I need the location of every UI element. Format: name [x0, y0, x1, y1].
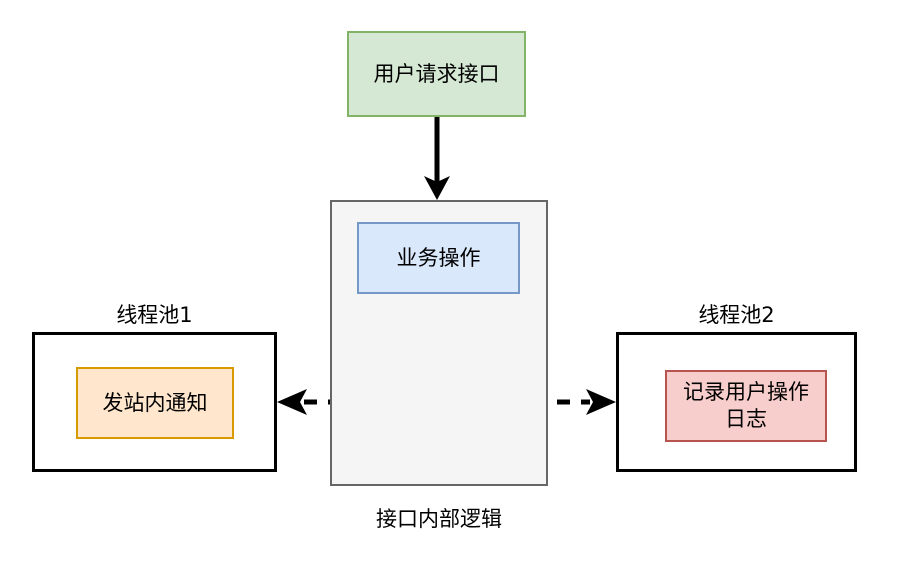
- node-user-request-interface-label: 用户请求接口: [373, 61, 500, 86]
- node-record-log-line-1: 记录用户操作: [683, 380, 809, 405]
- node-user-request-interface[interactable]: 用户请求接口: [347, 31, 526, 117]
- node-business-operation-label: 业务操作: [396, 245, 481, 270]
- label-internal-logic: 接口内部逻辑: [376, 507, 502, 531]
- node-record-user-operation-log[interactable]: 记录用户操作 日志: [665, 370, 827, 442]
- node-send-notification[interactable]: 发站内通知: [76, 367, 234, 439]
- node-business-operation[interactable]: 业务操作: [357, 222, 520, 294]
- node-record-log-line-2: 日志: [725, 407, 767, 431]
- edge-junction-to-thread-pool-1: [277, 389, 437, 415]
- label-thread-pool-2: 线程池2: [698, 303, 775, 327]
- label-thread-pool-1: 线程池1: [116, 303, 193, 327]
- node-send-notification-label: 发站内通知: [102, 390, 208, 415]
- node-record-user-operation-log-label: 记录用户操作 日志: [683, 379, 809, 433]
- edge-user-request-to-internal-logic: [424, 117, 450, 200]
